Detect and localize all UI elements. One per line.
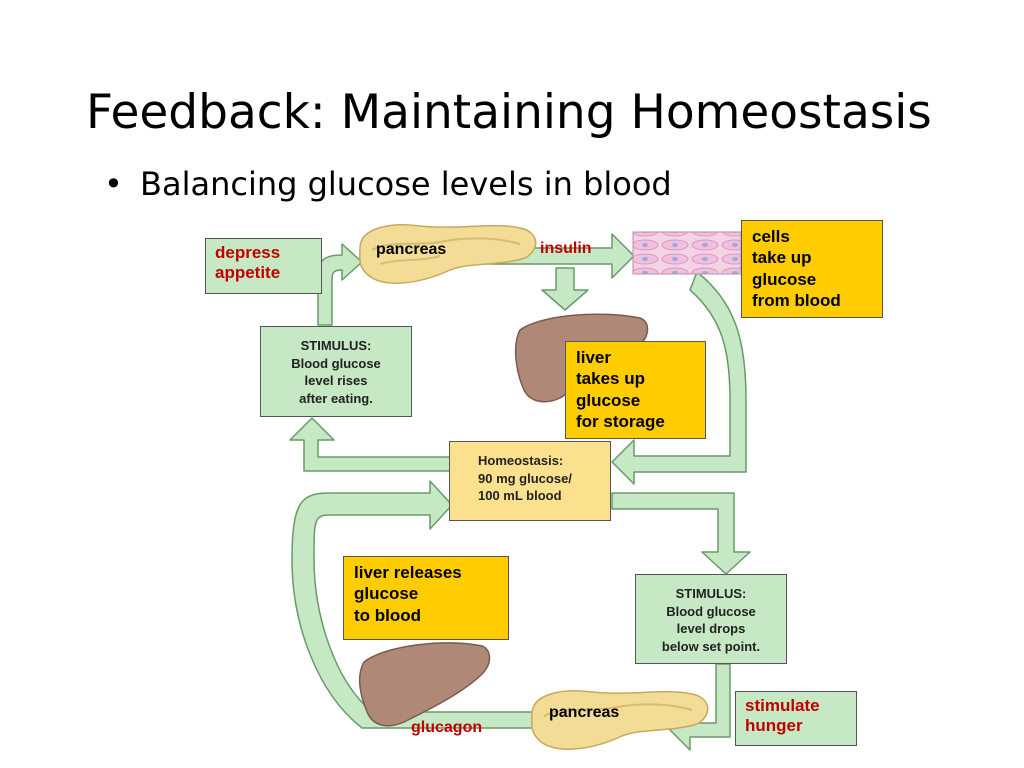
depress-appetite-line: appetite (215, 263, 281, 283)
slide-title: Feedback: Maintaining Homeostasis (86, 85, 932, 140)
arrow-to-depress-appetite (317, 243, 363, 326)
stimulus-drop-line: Blood glucose (666, 603, 756, 619)
liver-takes-up-line: takes up (576, 369, 645, 389)
arrow-cells-to-homeostasis (611, 271, 747, 485)
bullet-dot: • (104, 165, 123, 203)
stimulus-drop-line: below set point. (661, 638, 761, 654)
bullet-text: Balancing glucose levels in blood (140, 165, 672, 203)
liver-releases-box: liver releases glucose to blood (343, 556, 509, 640)
pancreas-bottom-illustration (530, 690, 709, 750)
arrow-insulin-to-cells (479, 233, 635, 279)
stimulate-hunger-line: hunger (745, 716, 803, 736)
pancreas-top-label: pancreas (376, 241, 447, 258)
stimulus-rise-line: level rises (304, 373, 368, 389)
cells-take-up-line: cells (752, 227, 790, 246)
arrow-pancreas-to-liver (541, 267, 589, 311)
stimulus-rise-box: STIMULUS: Blood glucose level rises afte… (260, 326, 412, 417)
arrow-to-stimulus-drop (611, 492, 751, 575)
cells-take-up-box: cells take up glucose from blood (741, 220, 883, 318)
homeostasis-line: 90 mg glucose/ (478, 470, 572, 486)
arrow-to-stimulus-rise (289, 417, 451, 472)
homeostasis-box: Homeostasis: 90 mg glucose/ 100 mL blood (449, 441, 611, 521)
stimulus-drop-line: STIMULUS: (675, 586, 747, 601)
liver-takes-up-box: liver takes up glucose for storage (565, 341, 706, 439)
bullet-item: • Balancing glucose levels in blood (104, 165, 672, 203)
cells-take-up-line: glucose (752, 269, 817, 289)
depress-appetite-box: depress appetite (205, 238, 322, 294)
liver-takes-up-line: glucose (576, 390, 641, 410)
liver-takes-up-line: liver (576, 348, 611, 367)
pancreas-top-illustration (358, 224, 537, 284)
stimulus-rise-line: Blood glucose (291, 355, 381, 371)
pancreas-bottom-label: pancreas (549, 704, 620, 721)
stimulate-hunger-box: stimulate hunger (735, 691, 857, 746)
liver-releases-line: liver releases (354, 563, 462, 582)
stimulus-rise-line: after eating. (299, 390, 373, 406)
stimulus-drop-line: level drops (676, 621, 746, 637)
liver-releases-line: to blood (354, 605, 422, 625)
liver-takes-up-line: for storage (576, 411, 665, 431)
glucagon-label: glucagon (411, 719, 483, 736)
cells-illustration (632, 231, 742, 275)
arrow-to-pancreas-bottom (669, 663, 731, 751)
stimulus-drop-box: STIMULUS: Blood glucose level drops belo… (635, 574, 787, 664)
stimulus-rise-line: STIMULUS: (300, 338, 372, 353)
cells-take-up-line: from blood (752, 290, 841, 310)
homeostasis-line: Homeostasis: (478, 453, 564, 468)
insulin-label: insulin (540, 240, 592, 257)
stimulate-hunger-line: stimulate (745, 696, 820, 715)
liver-bottom-illustration (358, 642, 491, 727)
cells-take-up-line: take up (752, 248, 812, 268)
depress-appetite-line: depress (215, 243, 281, 262)
liver-releases-line: glucose (354, 584, 419, 604)
homeostasis-line: 100 mL blood (478, 488, 562, 504)
